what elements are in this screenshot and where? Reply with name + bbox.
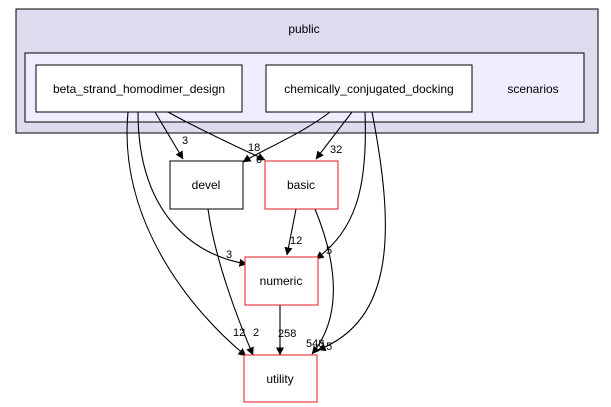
edges bbox=[126, 111, 386, 357]
edge-label-beta-numeric: 3 bbox=[226, 249, 232, 261]
node-devel-label: devel bbox=[192, 178, 221, 192]
node-utility-label: utility bbox=[266, 372, 293, 386]
edge-label-beta-devel: 3 bbox=[182, 135, 188, 147]
node-utility[interactable]: utility bbox=[243, 354, 318, 403]
edge-label-chem-devel: 6 bbox=[256, 154, 262, 166]
edge-label-beta-utility: 12 bbox=[233, 327, 245, 339]
edge-chem-devel bbox=[242, 111, 331, 163]
edge-beta-utility bbox=[126, 111, 247, 357]
edge-label-basic-utility: 548 bbox=[306, 338, 324, 350]
node-basic-label: basic bbox=[287, 178, 315, 192]
edge-label-numeric-utility: 258 bbox=[278, 328, 296, 340]
edge-beta-numeric bbox=[137, 111, 248, 267]
node-devel[interactable]: devel bbox=[169, 160, 244, 210]
node-basic[interactable]: basic bbox=[264, 160, 339, 210]
node-numeric-label: numeric bbox=[260, 274, 303, 288]
cluster-scenarios-label: scenarios bbox=[507, 82, 558, 96]
node-beta-label: beta_strand_homodimer_design bbox=[53, 82, 225, 96]
edge-label-chem-utility: 15 bbox=[320, 341, 332, 353]
edge-label-chem-numeric: 5 bbox=[326, 245, 332, 257]
edge-label-basic-numeric: 12 bbox=[290, 235, 302, 247]
node-beta-strand-homodimer-design[interactable]: beta_strand_homodimer_design bbox=[35, 64, 243, 113]
edge-label-devel-utility: 2 bbox=[253, 327, 259, 339]
node-chemically-conjugated-docking[interactable]: chemically_conjugated_docking bbox=[265, 64, 473, 113]
edge-label-beta-basic: 18 bbox=[248, 142, 260, 154]
node-numeric[interactable]: numeric bbox=[244, 256, 319, 306]
edge-devel-utility bbox=[207, 208, 254, 356]
cluster-public-label: public bbox=[288, 22, 319, 36]
edge-chem-utility bbox=[317, 111, 386, 351]
edge-beta-basic bbox=[167, 111, 266, 161]
edge-labels: 3 18 3 12 6 32 5 15 2 12 548 258 bbox=[182, 135, 342, 353]
node-chem-label: chemically_conjugated_docking bbox=[284, 82, 453, 96]
edge-basic-utility bbox=[311, 208, 334, 355]
edge-label-chem-basic: 32 bbox=[330, 144, 342, 156]
edge-beta-devel bbox=[154, 111, 184, 160]
edge-chem-basic bbox=[315, 111, 353, 160]
edge-basic-numeric bbox=[284, 208, 297, 256]
